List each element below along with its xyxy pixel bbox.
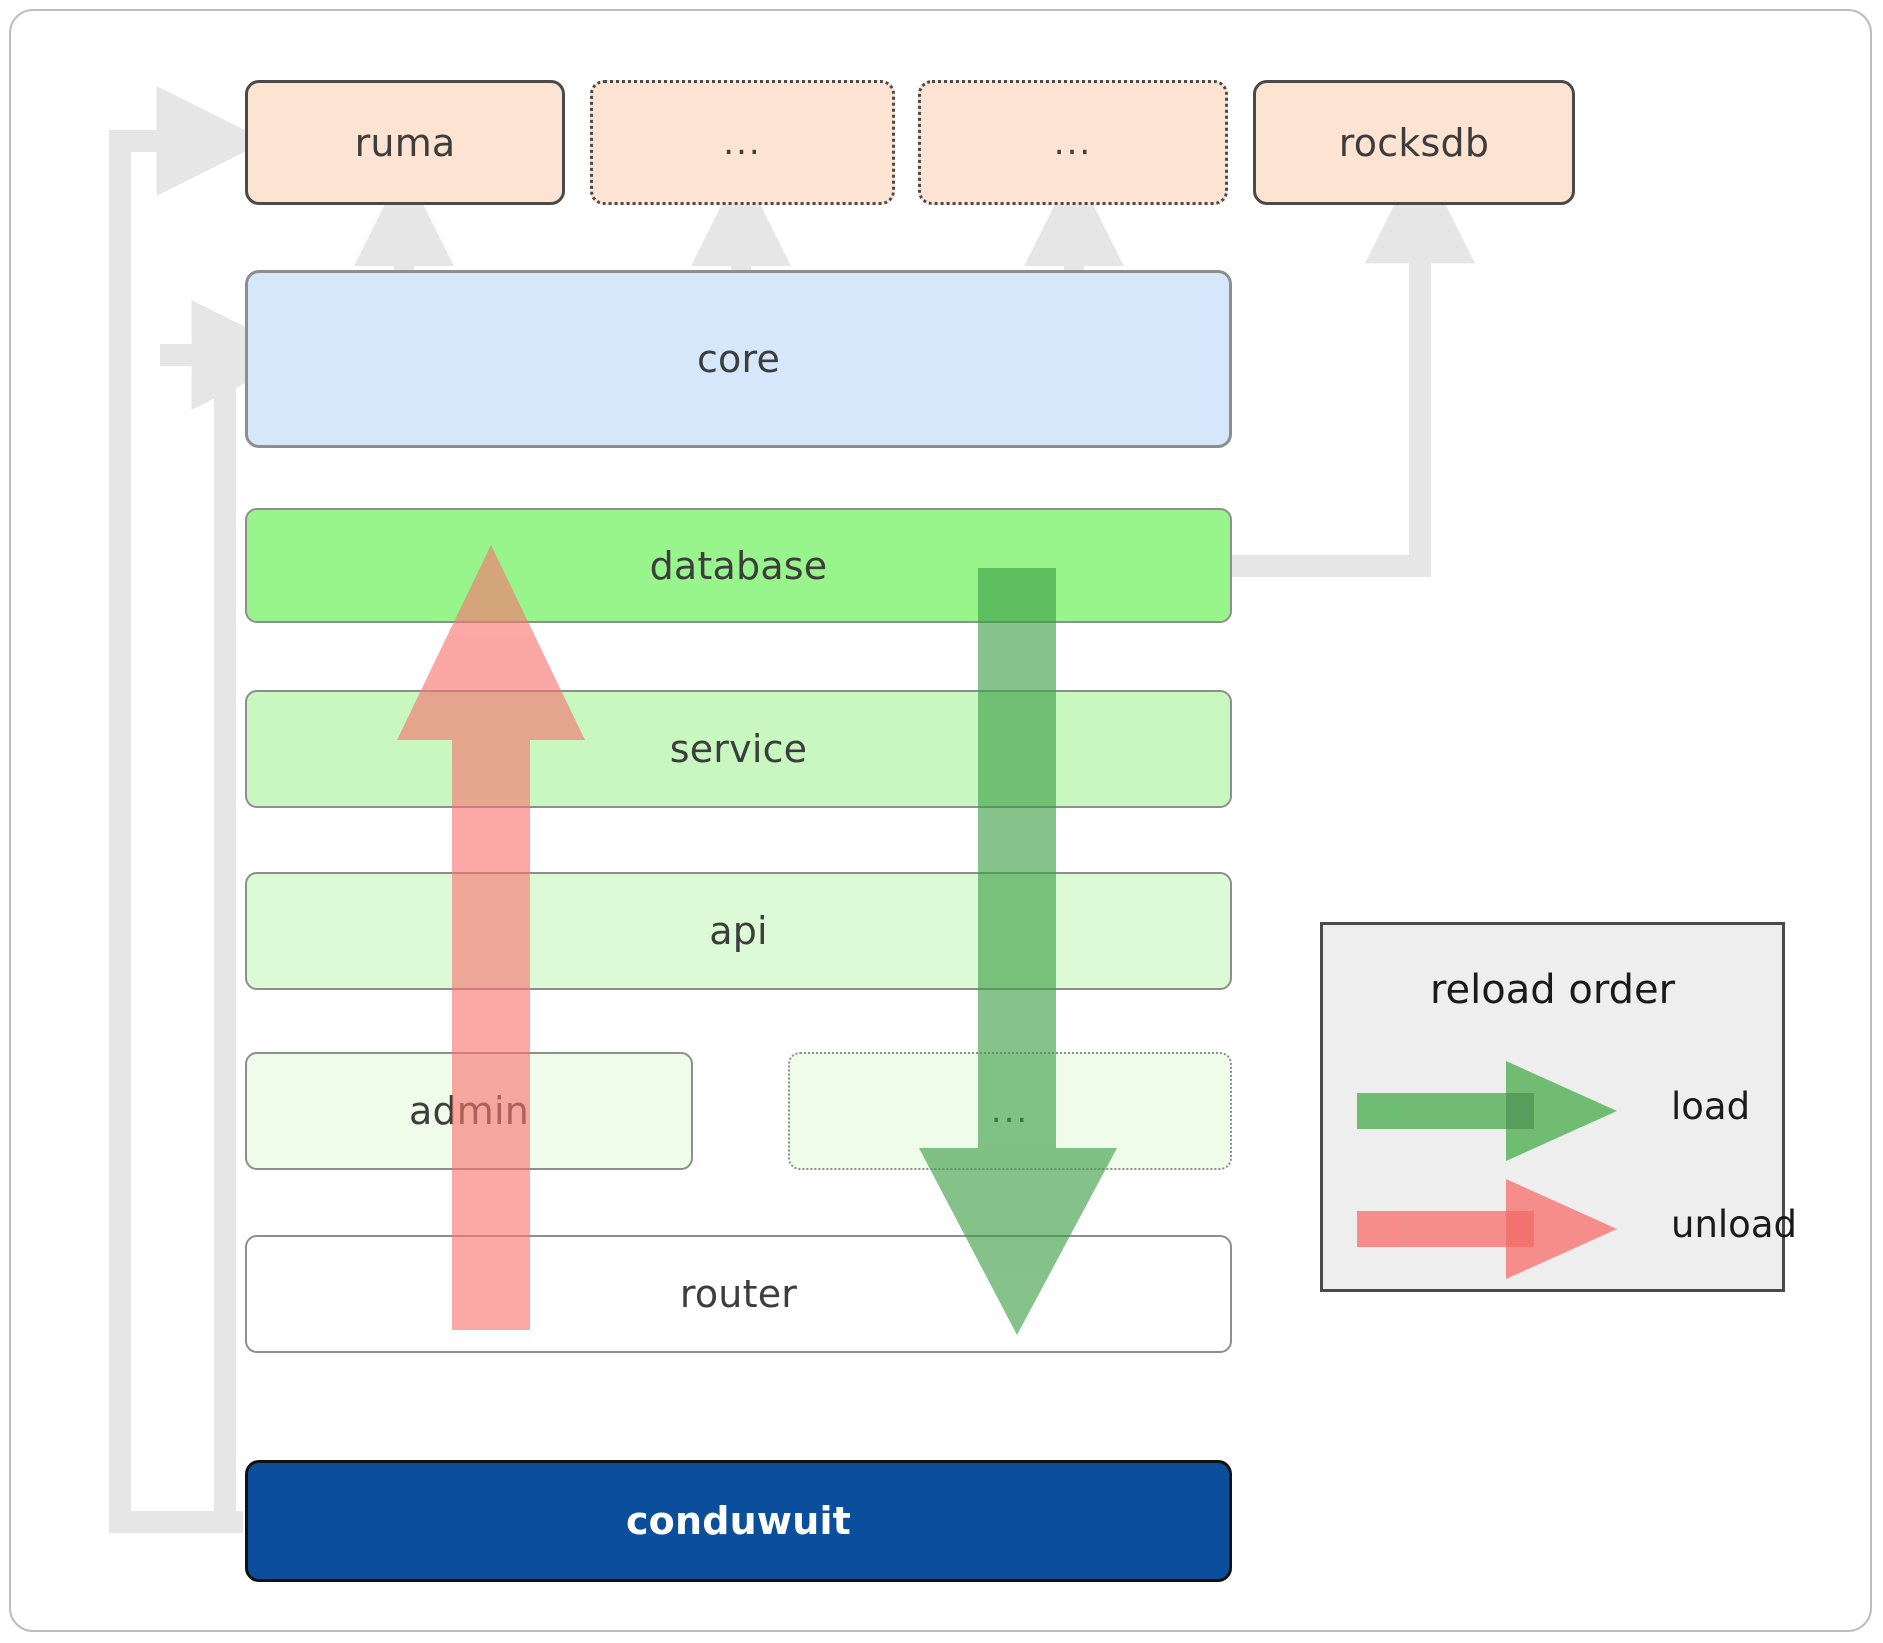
node-label: ruma <box>354 120 456 165</box>
node-router[interactable]: router <box>245 1235 1232 1353</box>
legend-unload-arrow-icon <box>1357 1179 1617 1279</box>
node-label: api <box>709 909 768 953</box>
node-api[interactable]: api <box>245 872 1232 990</box>
node-label: service <box>669 727 808 771</box>
node-label: ... <box>990 1091 1030 1131</box>
node-label: ... <box>723 122 762 163</box>
diagram-frame <box>9 9 1872 1632</box>
node-external-placeholder-2[interactable]: ... <box>918 80 1228 205</box>
node-label: rocksdb <box>1338 120 1490 165</box>
node-database[interactable]: database <box>245 508 1232 623</box>
node-label: router <box>679 1272 798 1316</box>
node-service[interactable]: service <box>245 690 1232 808</box>
node-label: admin <box>408 1089 530 1133</box>
node-label: ... <box>1053 122 1093 163</box>
node-external-placeholder-1[interactable]: ... <box>590 80 895 205</box>
node-label: core <box>696 337 781 381</box>
legend-load-arrow-icon <box>1357 1061 1617 1161</box>
node-conduwuit[interactable]: conduwuit <box>245 1460 1232 1582</box>
legend-panel: reload order load unload <box>1320 922 1797 1292</box>
legend-unload-label: unload <box>1671 1203 1797 1246</box>
node-core[interactable]: core <box>245 270 1232 448</box>
node-label: conduwuit <box>625 1499 852 1543</box>
node-rocksdb[interactable]: rocksdb <box>1253 80 1575 205</box>
node-ruma[interactable]: ruma <box>245 80 565 205</box>
legend-title: reload order <box>1429 967 1676 1013</box>
node-layer-placeholder[interactable]: ... <box>788 1052 1232 1170</box>
legend-load-label: load <box>1671 1085 1751 1128</box>
node-admin[interactable]: admin <box>245 1052 693 1170</box>
node-label: database <box>649 543 828 588</box>
